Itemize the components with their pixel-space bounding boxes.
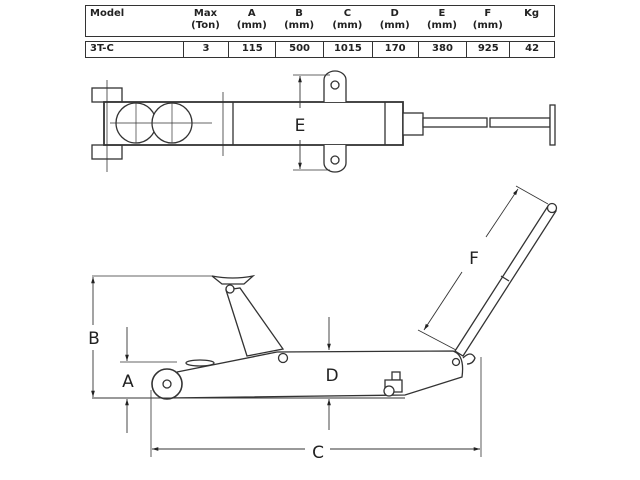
header-model: Model <box>90 8 125 19</box>
lift-arm <box>225 287 285 357</box>
cell-kg: 42 <box>509 42 554 57</box>
header-kg: Kg <box>524 8 540 19</box>
cell-b: 500 <box>275 42 323 57</box>
cell-c: 1015 <box>322 42 372 57</box>
rear-caster <box>383 385 395 397</box>
cell-model: 3T-C <box>90 43 114 54</box>
cell-d: 170 <box>371 42 418 57</box>
handle-rod <box>422 117 488 128</box>
frame-side-view <box>166 350 464 399</box>
cell-f: 925 <box>466 42 509 57</box>
handle-rod <box>489 117 551 128</box>
header-c: C (mm) <box>332 8 363 31</box>
dim-label-d: D <box>325 366 338 386</box>
side-view <box>91 185 558 457</box>
saddle-lowered <box>185 359 215 367</box>
cell-a: 115 <box>228 42 275 57</box>
cell-max-ton: 3 <box>182 42 229 57</box>
handle-side <box>454 205 557 357</box>
bolt-icon <box>330 155 340 165</box>
handle-t-bar <box>549 104 556 146</box>
bolt-icon <box>330 80 340 90</box>
header-e: E (mm) <box>426 8 457 31</box>
pump-block <box>402 112 424 136</box>
caster-stem <box>391 371 401 381</box>
spec-table-row: 3T-C 3 115 500 1015 170 380 925 42 <box>85 41 555 58</box>
dim-label-a: A <box>122 372 134 392</box>
header-a: A (mm) <box>236 8 267 31</box>
cell-e: 380 <box>417 42 467 57</box>
top-view <box>91 70 556 173</box>
header-max-ton: Max (Ton) <box>191 8 220 31</box>
saddle <box>211 274 256 285</box>
header-b: B (mm) <box>284 8 315 31</box>
header-f: F (mm) <box>472 8 503 31</box>
dim-label-e: E <box>295 116 306 136</box>
header-d: D (mm) <box>379 8 410 31</box>
dim-label-f: F <box>469 249 479 269</box>
spec-table-header: Model Max (Ton) A (mm) B (mm) C (mm) D (… <box>85 5 555 37</box>
dim-label-b: B <box>88 329 100 349</box>
dim-label-c: C <box>312 443 324 463</box>
